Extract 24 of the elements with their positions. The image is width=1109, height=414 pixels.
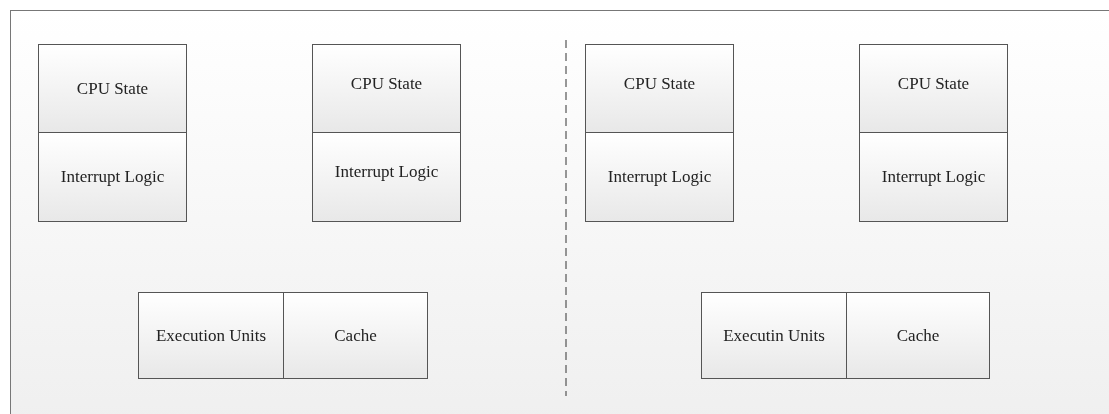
component-cell: [701, 292, 847, 379]
component-cell: [38, 44, 187, 133]
cell-label: CPU State: [76, 77, 149, 100]
component-cell: [312, 132, 461, 222]
cell-label: CPU State: [897, 73, 970, 95]
component-cell: [859, 44, 1008, 133]
component-cell: [312, 44, 461, 133]
cell-label: Interrupt Logic: [607, 166, 712, 188]
component-cell: [585, 44, 734, 133]
component-cell: [585, 132, 734, 222]
cell-label: Cache: [334, 324, 377, 347]
cell-label: CPU State: [350, 73, 423, 95]
cell-label: Interrupt Logic: [60, 166, 165, 188]
cell-label: Cache: [896, 324, 940, 347]
cell-label: CPU State: [623, 73, 696, 95]
cell-label: Execution Units: [156, 324, 266, 347]
component-cell: [38, 132, 187, 222]
cell-label: Executin Units: [723, 324, 825, 347]
component-cell: [283, 292, 428, 379]
component-cell: [859, 132, 1008, 222]
cell-label: Interrupt Logic: [334, 161, 439, 183]
component-cell: [138, 292, 284, 379]
component-cell: [846, 292, 990, 379]
cell-label: Interrupt Logic: [881, 166, 986, 188]
